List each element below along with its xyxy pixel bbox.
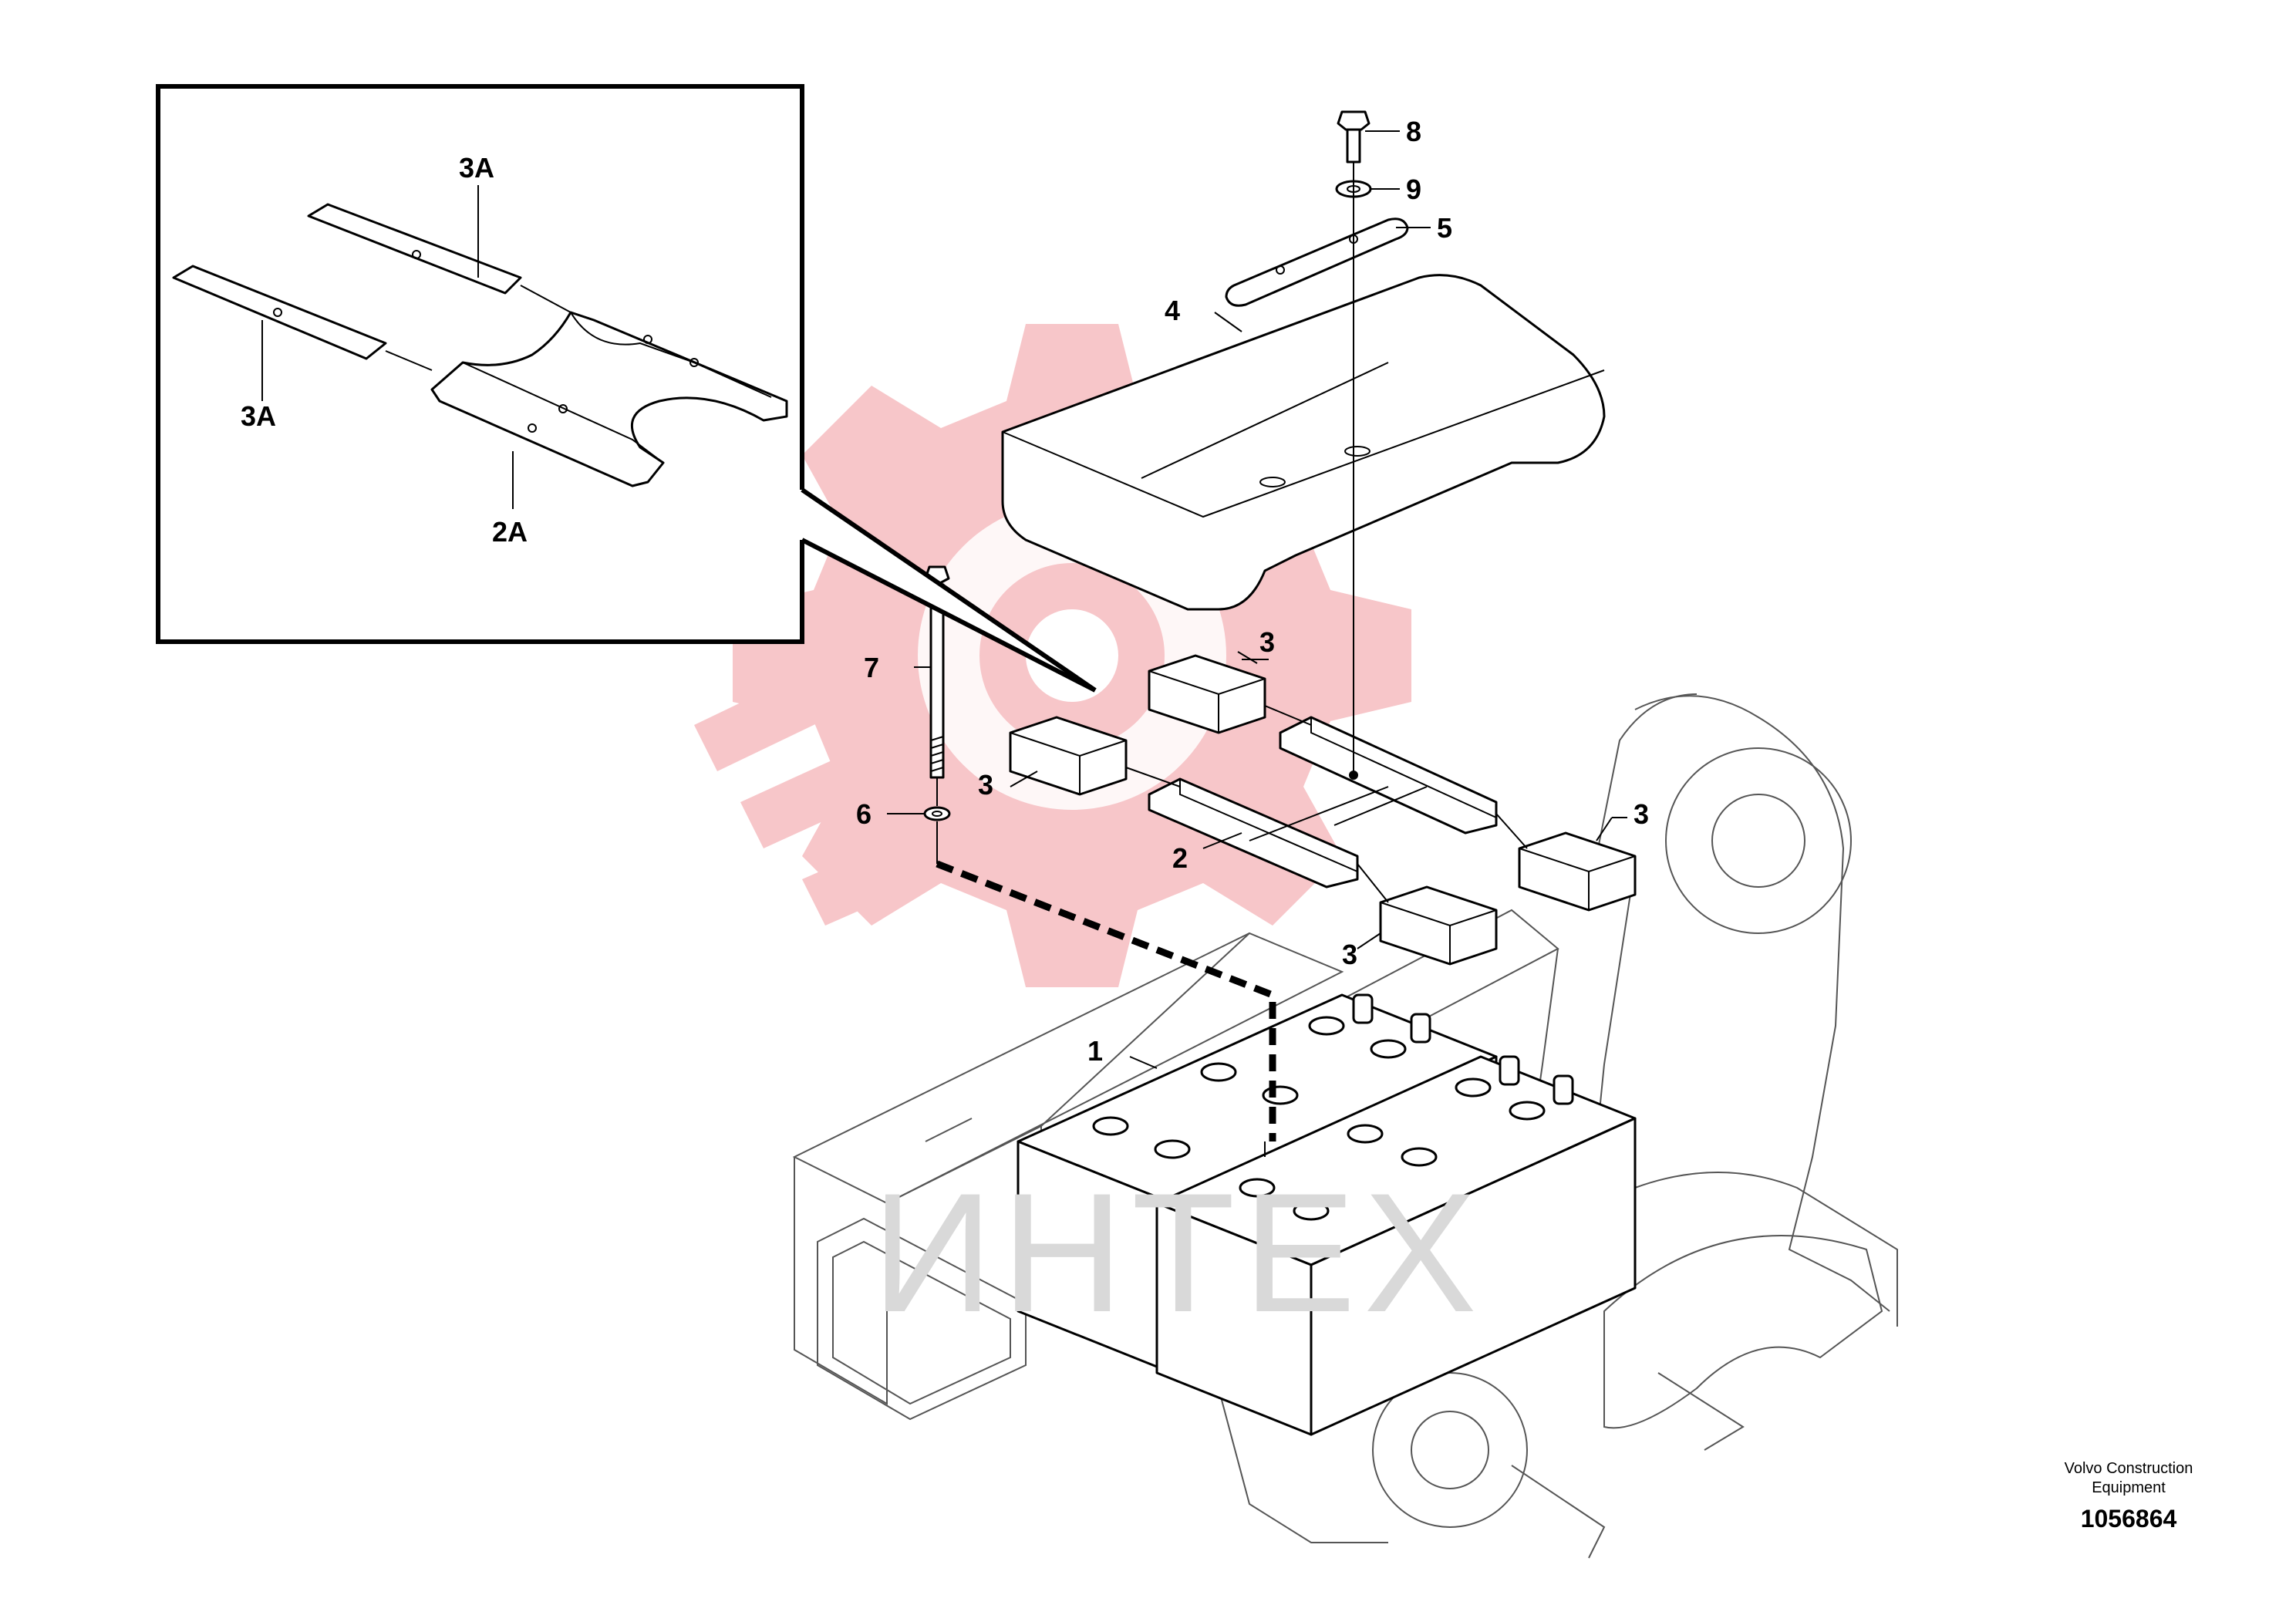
- callout-6: 6: [856, 798, 872, 830]
- callout-3a-left: 3A: [241, 400, 276, 432]
- mounting-rails: [1148, 716, 1498, 889]
- callout-3-upper: 3: [1259, 626, 1275, 658]
- bolt-8: [1337, 110, 1371, 164]
- credit-line-1: Volvo Construction: [2065, 1460, 2193, 1477]
- detail-inset: [156, 84, 1097, 693]
- battery-cover: [1001, 274, 1606, 611]
- leader-lines: [887, 130, 1627, 1069]
- clamp-bracket: [1225, 218, 1409, 307]
- callout-2a: 2A: [492, 516, 528, 548]
- callout-3-right: 3: [1633, 798, 1649, 830]
- callout-3-lower: 3: [1342, 939, 1357, 970]
- callout-5: 5: [1437, 212, 1452, 244]
- callout-3a-top: 3A: [459, 152, 494, 184]
- callout-2: 2: [1172, 842, 1188, 874]
- callout-4: 4: [1165, 295, 1180, 326]
- callout-1: 1: [1087, 1035, 1103, 1067]
- callout-9: 9: [1406, 174, 1421, 205]
- callout-8: 8: [1406, 116, 1421, 147]
- callout-7: 7: [864, 652, 879, 683]
- watermark-text: ИНТЕХ: [872, 1158, 1485, 1347]
- batteries: [1017, 993, 1637, 1436]
- credit-line-2: Equipment: [2092, 1479, 2166, 1496]
- rubber-pads: [1009, 654, 1637, 966]
- document-number: 1056864: [2081, 1505, 2177, 1533]
- washer-6: [923, 806, 951, 821]
- callout-3-left: 3: [978, 769, 993, 801]
- assembly-lines: [936, 162, 1528, 1157]
